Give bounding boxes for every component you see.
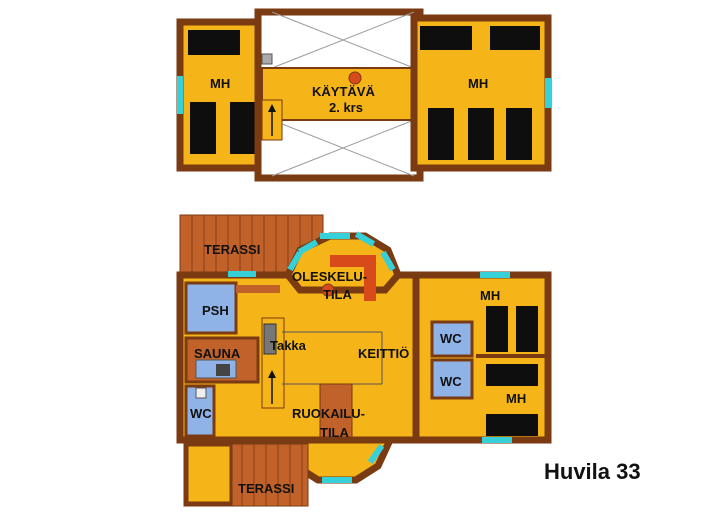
void-line (271, 119, 415, 177)
wc-left-label: WC (190, 406, 212, 421)
window (380, 250, 396, 272)
upper-left-bed (190, 102, 216, 154)
window (480, 272, 510, 278)
chimney-icon (348, 71, 362, 85)
wc-upper-label: WC (440, 331, 462, 346)
upper-right-bed (490, 26, 540, 50)
vent-icon (261, 53, 273, 65)
stove-icon (321, 283, 335, 297)
psh-room (184, 281, 238, 335)
kitchen-label: KEITTIÖ (358, 346, 409, 361)
window (177, 76, 183, 114)
upper-right-bed (506, 108, 532, 160)
terrace-boards (241, 444, 303, 506)
dining-label: RUOKAILU- (292, 406, 365, 421)
sauna-heater (216, 364, 230, 376)
bed-lower (486, 414, 538, 436)
bedroom-upper-label: MH (480, 288, 500, 303)
bed-lower (486, 364, 538, 386)
terrace-bottom (231, 443, 309, 507)
window (228, 271, 256, 277)
upper-corridor (261, 67, 419, 121)
upper-left-bed (188, 30, 240, 55)
living-room-sublabel: TILA (323, 287, 352, 302)
upper-corridor-label: KÄYTÄVÄ (312, 84, 375, 99)
void-line (271, 11, 415, 69)
ground-floor: TERASSI OLESKELU- TILA PSH SAUNA Takka K… (176, 214, 552, 507)
window (320, 233, 350, 239)
bedroom-lower-label: MH (506, 391, 526, 406)
upper-corridor-sublabel: 2. krs (329, 100, 363, 115)
upper-left-bedroom-label: MH (210, 76, 230, 91)
upper-right-bed (420, 26, 472, 50)
window (482, 437, 512, 443)
window (297, 239, 319, 255)
window (322, 477, 352, 483)
upper-right-bed (428, 108, 454, 160)
dining-sublabel: TILA (320, 425, 349, 440)
stair-arrow-head (268, 370, 276, 378)
terrace-bottom-label: TERASSI (238, 481, 294, 496)
upper-left-bed (230, 102, 256, 154)
plan-title: Huvila 33 (544, 459, 641, 484)
fireplace-side (364, 255, 376, 301)
fireplace-takka (263, 323, 277, 355)
terrace-top-label: TERASSI (204, 242, 260, 257)
psh-bench (236, 285, 280, 293)
psh-label: PSH (202, 303, 229, 318)
wc-lower-room (430, 358, 474, 400)
bed-upper (486, 306, 508, 352)
wc-lower-label: WC (440, 374, 462, 389)
window (287, 250, 303, 272)
stair-arrow-head (268, 104, 276, 112)
sauna-label: SAUNA (194, 346, 241, 361)
upper-floor: MH MH KÄYTÄVÄ 2. krs (176, 8, 552, 182)
upper-right-bedroom-label: MH (468, 76, 488, 91)
storage-room (183, 441, 235, 507)
wc-left-toilet (195, 387, 207, 399)
bed-upper (516, 306, 538, 352)
living-room-label: OLESKELU- (292, 269, 367, 284)
window (354, 231, 376, 247)
window (545, 78, 551, 108)
window (367, 444, 385, 464)
fireplace-label: Takka (270, 338, 307, 353)
wc-upper-room (430, 320, 474, 358)
upper-right-bed (468, 108, 494, 160)
